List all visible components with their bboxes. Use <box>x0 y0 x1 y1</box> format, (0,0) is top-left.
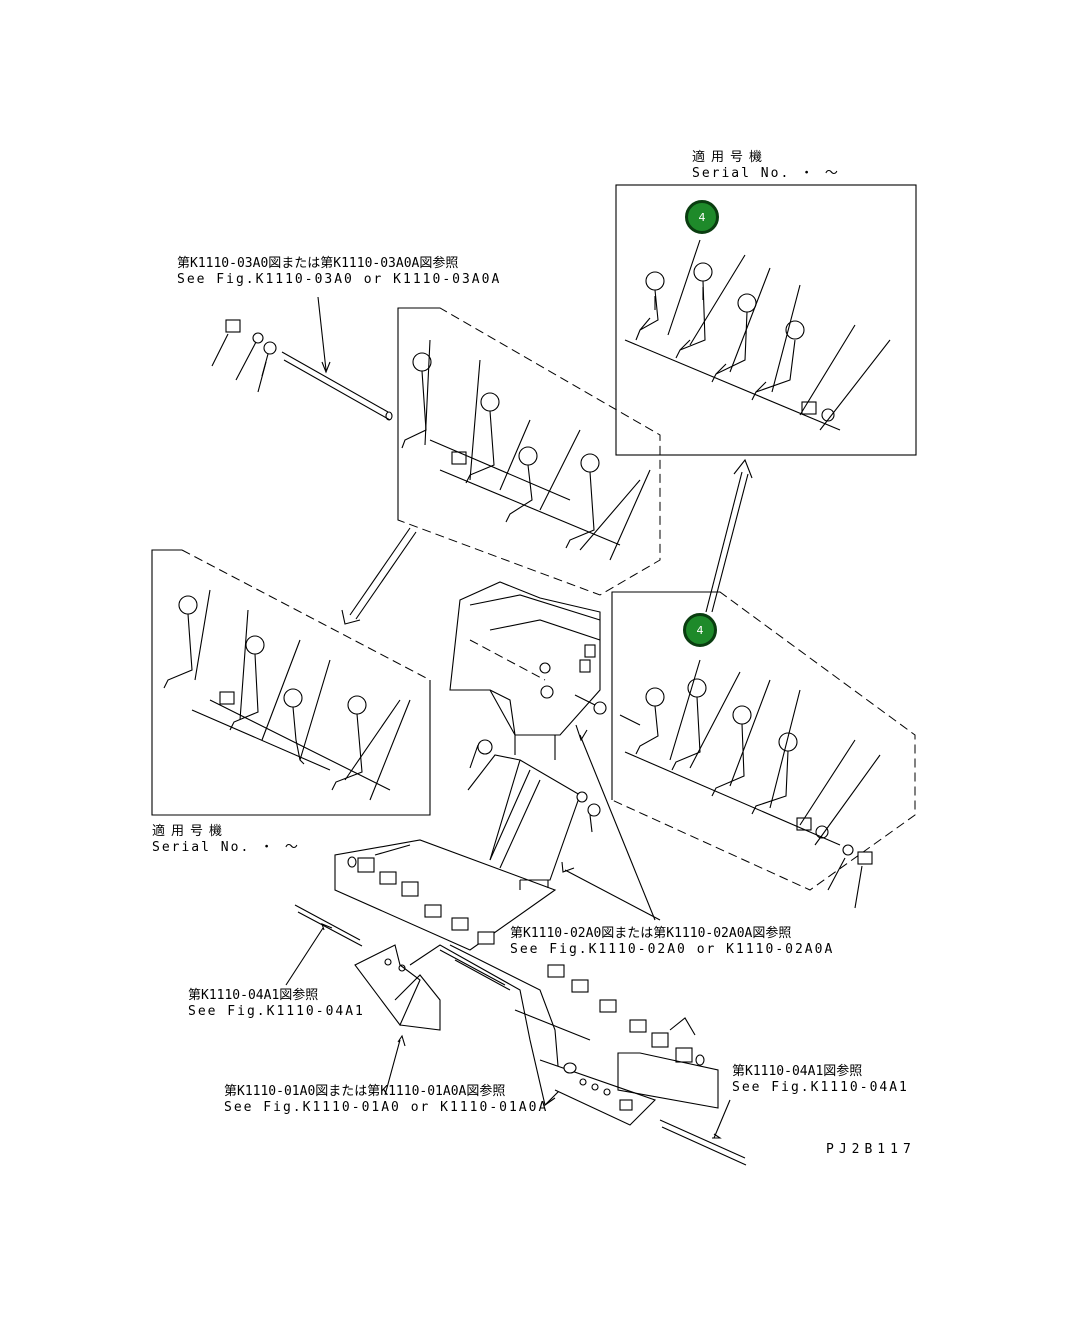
lever-set-left <box>163 589 411 801</box>
lower-bushings-right <box>547 964 705 1066</box>
serial-label-top-jp: 適用号機 <box>692 150 769 165</box>
ref-k1110-02a0: 第K1110-02A0図または第K1110-02A0A図参照 See Fig.K… <box>510 926 834 958</box>
serial-label-top: 適用号機 Serial No. ・ ～ <box>692 150 840 182</box>
ref-k1110-03a0: 第K1110-03A0図または第K1110-03A0A図参照 See Fig.K… <box>177 256 501 288</box>
serial-label-left: 適用号機 Serial No. ・ ～ <box>152 824 300 856</box>
ref-k1110-04a1-left: 第K1110-04A1図参照 See Fig.K1110-04A1 <box>188 988 365 1020</box>
drawing-code: PJ2B117 <box>826 1142 916 1157</box>
main-bracket <box>354 944 657 1126</box>
lever-housing <box>449 581 607 760</box>
ref-k1110-02a0-en: See Fig.K1110-02A0 or K1110-02A0A <box>510 942 835 957</box>
serial-label-left-en: Serial No. ・ ～ <box>152 840 300 855</box>
lever-set-right <box>619 659 881 846</box>
serial-box-left <box>151 549 431 816</box>
serial-box-top <box>615 184 917 456</box>
ref-k1110-01a0-jp: 第K1110-01A0図または第K1110-01A0A図参照 <box>224 1084 506 1099</box>
lever-set-right-frame <box>611 591 916 891</box>
ref-k1110-01a0: 第K1110-01A0図または第K1110-01A0A図参照 See Fig.K… <box>224 1084 548 1116</box>
ref-k1110-03a0-jp: 第K1110-03A0図または第K1110-03A0A図参照 <box>177 256 459 271</box>
lower-bushings-left <box>347 844 495 945</box>
ref-k1110-01a0-en: See Fig.K1110-01A0 or K1110-01A0A <box>224 1100 549 1115</box>
ref-k1110-04a1-right-en: See Fig.K1110-04A1 <box>732 1080 909 1095</box>
callout-badge-right[interactable]: 4 <box>683 613 717 647</box>
ref-k1110-03a0-en: See Fig.K1110-03A0 or K1110-03A0A <box>177 272 502 287</box>
rod-right <box>659 1119 747 1166</box>
bracket-assembly <box>467 739 601 890</box>
ref-k1110-04a1-left-en: See Fig.K1110-04A1 <box>188 1004 365 1019</box>
serial-label-left-jp: 適用号機 <box>152 824 229 839</box>
lever-set-upper <box>401 339 651 561</box>
lever-set-top <box>624 239 891 431</box>
ref-k1110-02a0-jp: 第K1110-02A0図または第K1110-02A0A図参照 <box>510 926 792 941</box>
shaft-assembly <box>211 296 393 421</box>
ref-k1110-04a1-right: 第K1110-04A1図参照 See Fig.K1110-04A1 <box>732 1064 909 1096</box>
ref-k1110-04a1-left-jp: 第K1110-04A1図参照 <box>188 988 319 1003</box>
rod-left <box>294 904 363 947</box>
ref-k1110-04a1-right-jp: 第K1110-04A1図参照 <box>732 1064 863 1079</box>
lower-bushing-frame <box>334 839 557 951</box>
callout-badge-top[interactable]: 4 <box>685 200 719 234</box>
serial-label-top-en: Serial No. ・ ～ <box>692 166 840 181</box>
